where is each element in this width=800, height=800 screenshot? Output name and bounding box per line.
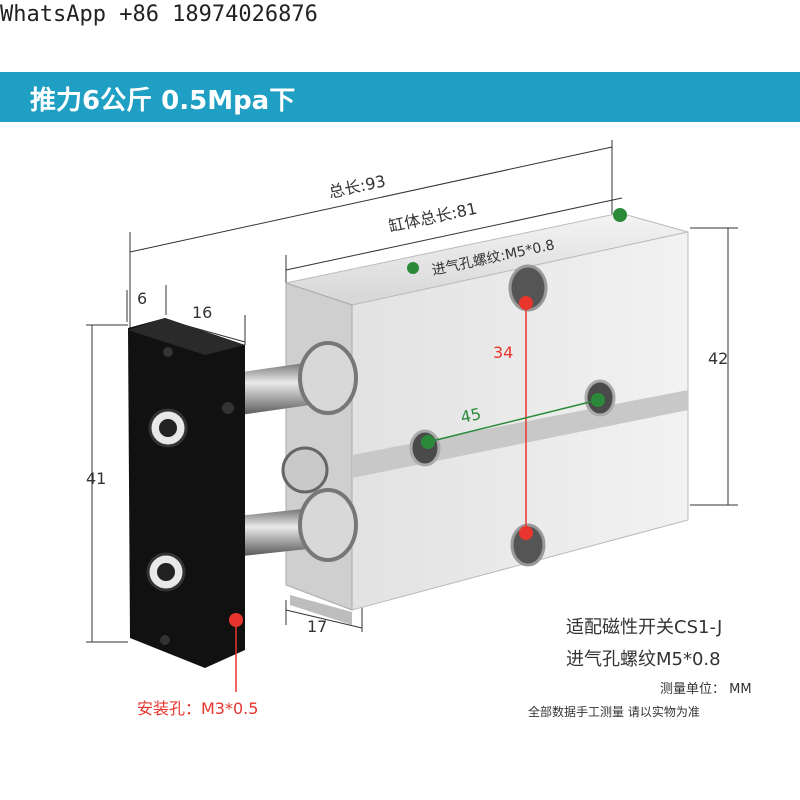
green-markers bbox=[407, 208, 627, 449]
end-plate bbox=[128, 318, 245, 668]
plate-width-label: 16 bbox=[192, 303, 212, 322]
plate-height-label: 41 bbox=[86, 469, 106, 488]
unit-note: 测量单位： MM bbox=[660, 682, 752, 697]
total-length-label: 总长:93 bbox=[327, 171, 387, 202]
port-marker-bottom bbox=[519, 526, 533, 540]
banner-title: 推力6公斤 0.5Mpa下 bbox=[30, 86, 296, 116]
port-spacing-label: 34 bbox=[493, 343, 513, 362]
mount-hole-marker bbox=[229, 613, 243, 627]
port-holes bbox=[409, 264, 616, 567]
body-length-label: 缸体总长:81 bbox=[387, 199, 479, 236]
body-height-label: 42 bbox=[708, 349, 728, 368]
switch-note: 适配磁性开关CS1-J bbox=[566, 617, 723, 638]
base-length-label: 17 bbox=[307, 617, 327, 636]
title-banner: 推力6公斤 0.5Mpa下 bbox=[0, 72, 800, 122]
mount-spacing-label: 45 bbox=[459, 404, 483, 427]
cylinder-body bbox=[284, 212, 689, 625]
disclaimer-note: 全部数据手工测量 请以实物为准 bbox=[528, 705, 700, 719]
inlet-note: 进气孔螺纹M5*0.8 bbox=[566, 649, 721, 670]
plate-thickness-label: 6 bbox=[137, 289, 147, 308]
port-marker-top bbox=[519, 296, 533, 310]
mount-hole-label: 安装孔：M3*0.5 bbox=[137, 699, 259, 718]
watermark-text: WhatsApp +86 18974026876 bbox=[0, 2, 318, 27]
